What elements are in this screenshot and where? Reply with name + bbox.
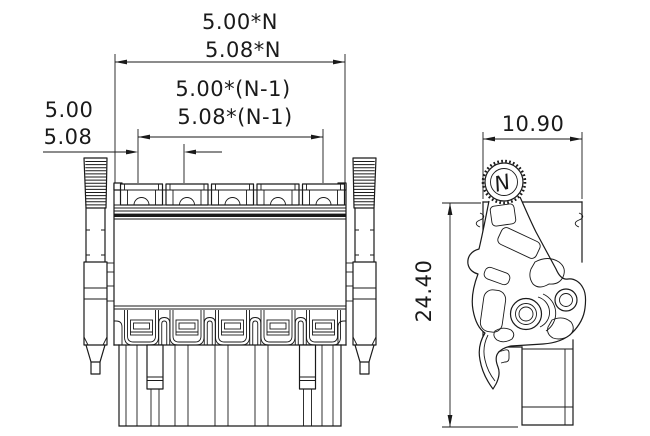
screw-flange-right: [346, 158, 376, 374]
bridge-4: [294, 317, 307, 346]
side-plug-details: [522, 348, 573, 425]
dim-total-width-label-5mm: 5.00*N: [202, 10, 278, 34]
rail-band-lines: [114, 204, 346, 220]
lever-window-2: [497, 227, 541, 259]
cam-cutout-bottom-left: [493, 327, 515, 343]
contact-1: [124, 309, 159, 346]
side-view: N: [467, 159, 587, 426]
contact-2: [169, 309, 205, 346]
knob-inner-circle: [490, 168, 518, 196]
contact-3: [215, 309, 250, 346]
dim-pitch-label-508: 5.08: [44, 125, 93, 149]
terminal-block-2: [165, 183, 209, 206]
terminal-block-1: [119, 183, 164, 206]
dim-span-label-5mm: 5.00*(N-1): [175, 77, 290, 101]
front-view: [84, 158, 376, 427]
plug-outline: [118, 344, 342, 427]
lever-cam-outline: [467, 196, 587, 390]
plug-latch-2: [298, 344, 317, 427]
brand-logo-letter: N: [492, 170, 513, 197]
latch-hook-detail: [483, 334, 510, 382]
side-view-dimensions: 10.90 24.40: [412, 112, 583, 428]
cam-cutout-upper-left: [483, 266, 511, 286]
cam-pivot-outer: [509, 297, 543, 331]
dim-pitch-label-5mm: 5.00: [45, 98, 94, 122]
rail-dark-band: [114, 213, 346, 217]
bridge-3: [249, 317, 262, 346]
plug-latch-1: [146, 344, 164, 427]
cam-cutout-right: [529, 258, 565, 288]
plug-ribs: [125, 345, 334, 426]
side-plug-outline: [521, 339, 574, 426]
cam-arc-slots: [537, 293, 557, 332]
contact-4: [260, 309, 296, 346]
dim-total-width-label-508: 5.08*N: [205, 38, 281, 62]
screw-flange-left: [84, 158, 114, 374]
cam-pin-outer: [554, 288, 578, 312]
dim-span-label-508: 5.08*(N-1): [177, 105, 292, 129]
lever-window-1: [489, 203, 517, 227]
terminal-block-3: [210, 183, 255, 206]
dim-side-width-label: 10.90: [502, 112, 565, 136]
cam-cutout-bottom-right: [547, 317, 574, 340]
dim-side-height-label: 24.40: [412, 260, 436, 323]
edge-hooks: [114, 320, 346, 345]
cam-cutout-left: [479, 289, 507, 333]
contact-5: [306, 309, 341, 346]
lever-knob: N: [481, 159, 527, 205]
terminal-block-4: [256, 183, 300, 206]
terminal-block-5: [301, 183, 346, 206]
extension-lines-span: [137, 129, 324, 183]
face-split-lines: [114, 305, 346, 310]
bridge-2: [203, 317, 216, 346]
knob-knurl-ring: [481, 159, 527, 205]
break-marks: [475, 212, 584, 228]
extension-lines-side-width: [482, 132, 583, 199]
front-view-dimensions: 5.00*N 5.08*N 5.00*(N-1) 5.08*(N-1) 5.00…: [43, 10, 346, 185]
extension-lines-side-height: [442, 202, 518, 428]
extension-lines-total: [114, 54, 346, 185]
bridge-1: [158, 317, 171, 346]
